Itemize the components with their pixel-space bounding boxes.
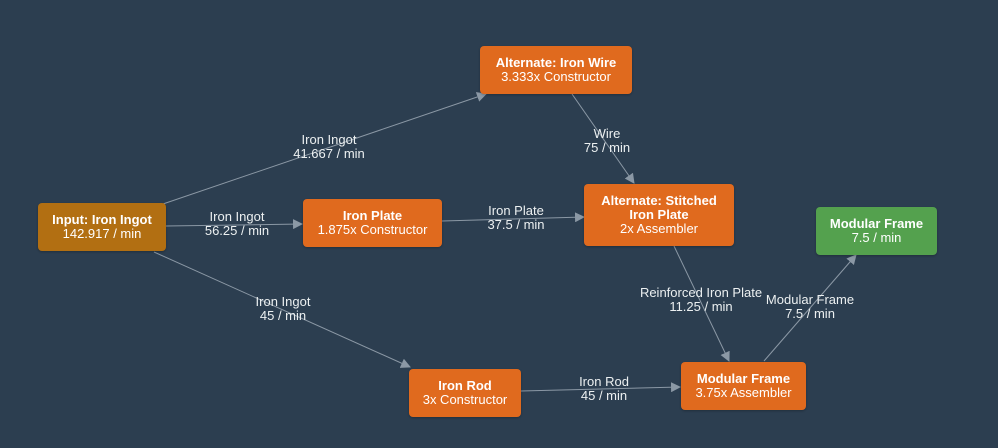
node-detail: 7.5 / min: [851, 230, 902, 245]
node-input-iron-ingot[interactable]: Input: Iron Ingot 142.917 / min: [38, 203, 166, 251]
edge-item: Reinforced Iron Plate: [639, 285, 763, 300]
edge-label-ingot-to-rod: Iron Ingot 45 / min: [256, 295, 311, 323]
node-title: Input: Iron Ingot: [52, 212, 152, 227]
edge-ingot-to-plate: [165, 219, 303, 230]
node-output-modular-frame[interactable]: Modular Frame 7.5 / min: [816, 207, 937, 255]
edge-label-rod-to-frame: Iron Rod 45 / min: [579, 375, 629, 403]
edge-ingot-to-wire: [159, 92, 487, 206]
node-title: Modular Frame: [829, 216, 924, 231]
edge-label-stitched-to-frame: Reinforced Iron Plate 11.25 / min: [640, 286, 762, 314]
node-detail: 142.917 / min: [62, 226, 142, 241]
edge-frame-to-output: [763, 254, 857, 362]
edge-plate-to-stitched: [441, 212, 585, 223]
node-title: Iron Rod: [438, 378, 492, 393]
node-title: Modular Frame: [696, 371, 791, 386]
edge-rate: 75 / min: [583, 140, 631, 155]
edge-label-frame-to-output: Modular Frame 7.5 / min: [766, 293, 854, 321]
edge-item: Wire: [593, 126, 621, 141]
edge-label-ingot-to-wire: Iron Ingot 41.667 / min: [293, 133, 365, 161]
node-detail: 3x Constructor: [422, 392, 508, 407]
edge-label-wire-to-stitched: Wire 75 / min: [584, 127, 630, 155]
node-title-line2: Iron Plate: [629, 207, 689, 222]
node-detail: 1.875x Constructor: [317, 222, 428, 237]
node-title: Iron Plate: [342, 208, 403, 223]
node-stitched-iron-plate[interactable]: Alternate: Stitched Iron Plate 2x Assemb…: [584, 184, 734, 246]
edge-rod-to-frame: [520, 382, 681, 393]
node-title-line1: Alternate: Stitched: [601, 193, 717, 208]
edge-rate: 7.5 / min: [785, 306, 835, 321]
node-title: Alternate: Iron Wire: [495, 55, 617, 70]
node-modular-frame[interactable]: Modular Frame 3.75x Assembler: [681, 362, 806, 410]
edge-label-ingot-to-plate: Iron Ingot 56.25 / min: [205, 210, 269, 238]
edge-stitched-to-frame: [673, 245, 730, 362]
edge-item: Iron Plate: [488, 203, 544, 218]
edge-rate: 37.5 / min: [487, 217, 545, 232]
node-iron-wire[interactable]: Alternate: Iron Wire 3.333x Constructor: [480, 46, 632, 94]
edge-rate: 45 / min: [580, 388, 628, 403]
edge-rate: 11.25 / min: [669, 299, 733, 314]
node-detail: 3.333x Constructor: [501, 69, 611, 84]
edge-label-plate-to-stitched: Iron Plate 37.5 / min: [487, 204, 544, 232]
node-detail: 3.75x Assembler: [695, 385, 792, 400]
node-iron-rod[interactable]: Iron Rod 3x Constructor: [409, 369, 521, 417]
node-detail: 2x Assembler: [619, 221, 699, 236]
edge-rate: 45 / min: [259, 308, 307, 323]
edge-rate: 56.25 / min: [204, 223, 270, 238]
edge-wire-to-stitched: [571, 93, 635, 184]
edge-ingot-to-rod: [153, 251, 411, 368]
edge-item: Modular Frame: [765, 292, 855, 307]
edge-item: Iron Rod: [579, 374, 629, 389]
edge-item: Iron Ingot: [209, 209, 265, 224]
edge-rate: 41.667 / min: [293, 146, 365, 161]
edge-item: Iron Ingot: [301, 132, 357, 147]
node-iron-plate[interactable]: Iron Plate 1.875x Constructor: [303, 199, 442, 247]
edge-item: Iron Ingot: [255, 294, 311, 309]
